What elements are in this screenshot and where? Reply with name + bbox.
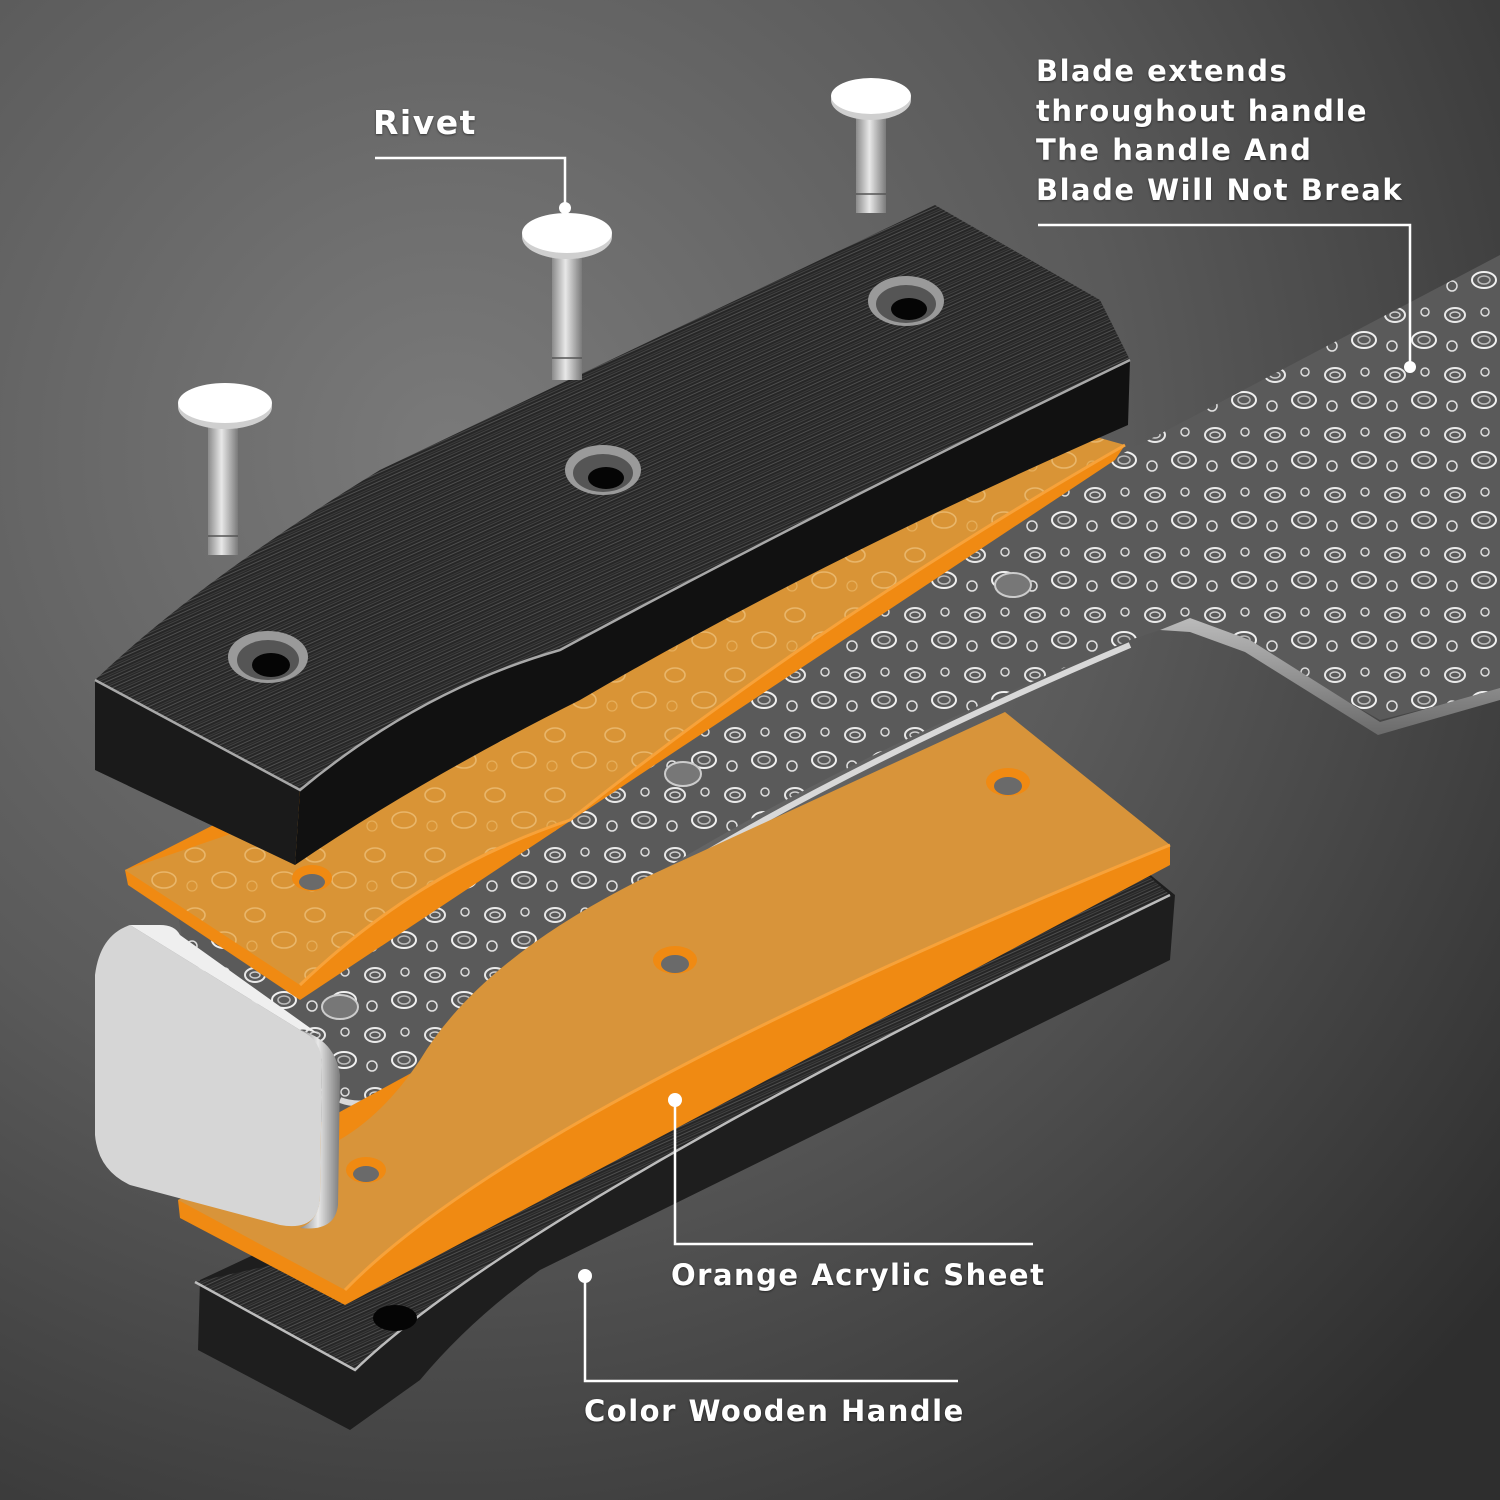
- blade-bolster-edge: [1160, 618, 1500, 735]
- rivet: [522, 213, 612, 380]
- blade-tang-label: Blade extends throughout handle The hand…: [1036, 52, 1403, 210]
- blade-tang-label-line: Blade extends: [1036, 54, 1289, 88]
- rivet: [831, 78, 911, 213]
- scale-countersunk-hole: [228, 631, 308, 683]
- rivet: [178, 383, 272, 555]
- steel-end-cap: [95, 925, 340, 1229]
- blade-tang-label-line: The handle And: [1036, 133, 1313, 167]
- callout-acrylic: [668, 1093, 1033, 1246]
- tang-hole: [321, 994, 359, 1020]
- wooden-handle-label: Color Wooden Handle: [584, 1394, 965, 1428]
- blade-tang-label-line: Blade Will Not Break: [1036, 172, 1404, 207]
- callout-wood: [578, 1269, 958, 1383]
- scale-countersunk-hole: [868, 276, 944, 326]
- rivet-label: Rivet: [373, 103, 477, 142]
- scale-countersunk-hole: [565, 445, 641, 495]
- tang-hole: [664, 761, 702, 787]
- callout-blade: [1038, 223, 1416, 373]
- blade-tang-label-line: throughout handle: [1036, 93, 1369, 128]
- acrylic-sheet-label: Orange Acrylic Sheet: [671, 1258, 1046, 1292]
- callout-rivet: [375, 156, 571, 214]
- scale-hole: [373, 1305, 417, 1331]
- tang-hole: [994, 572, 1032, 598]
- lower-acrylic-sheet: [178, 712, 1171, 1305]
- upper-wooden-scale: [94, 205, 1131, 865]
